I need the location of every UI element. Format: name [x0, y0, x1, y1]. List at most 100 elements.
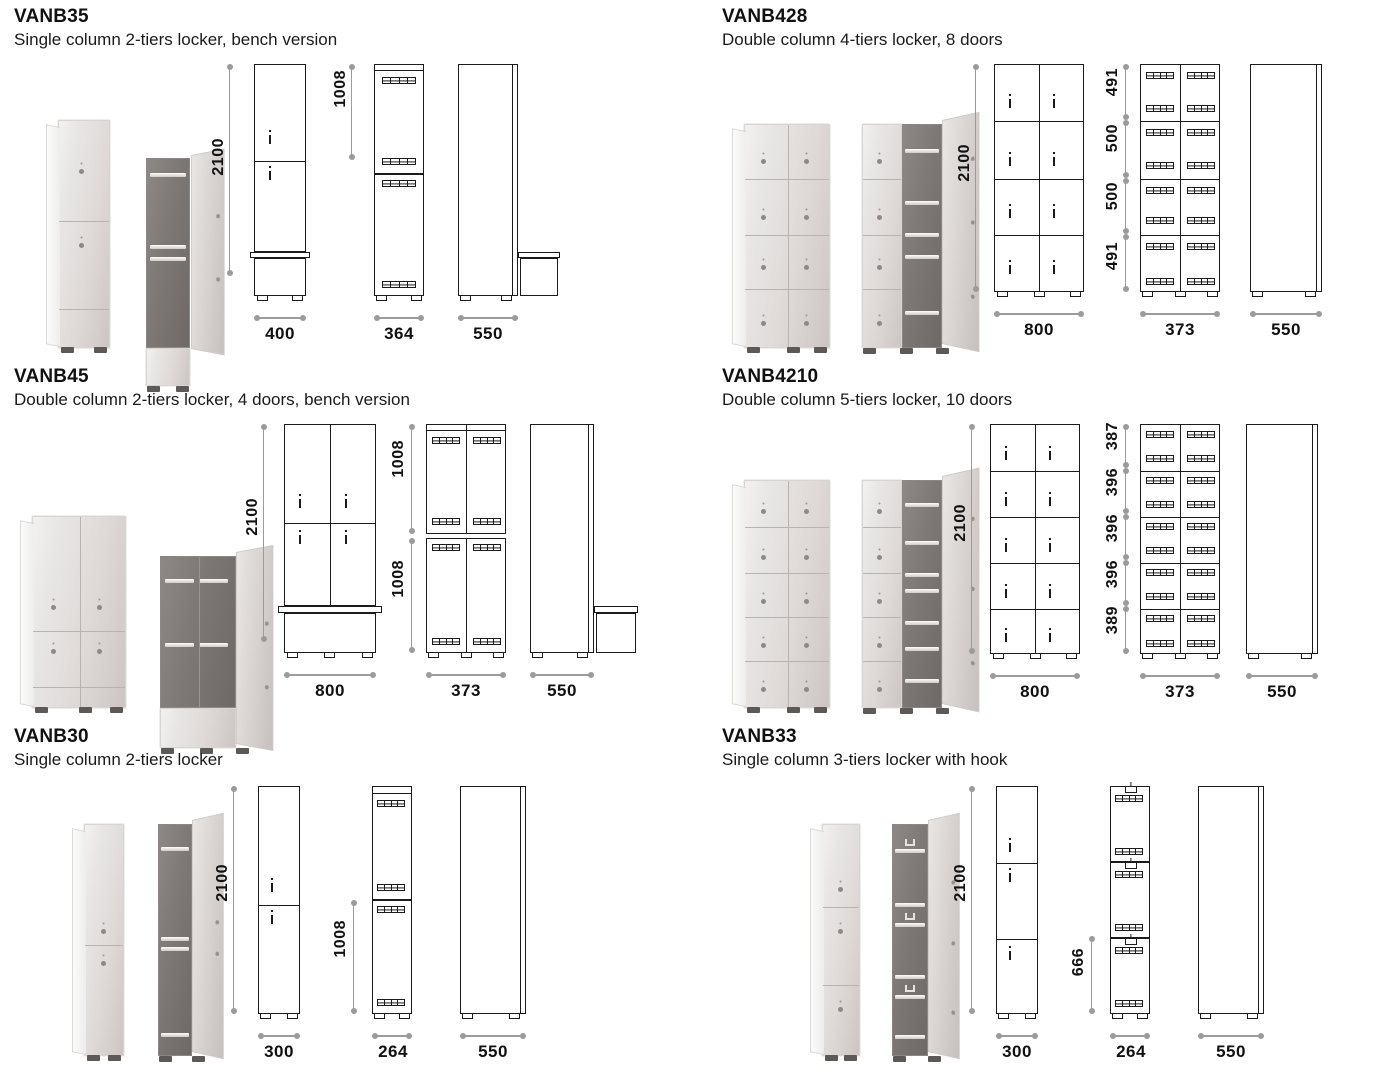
open-locker-render	[892, 812, 960, 1063]
product-card-vanb33: VANB33 Single column 3-tiers locker with…	[700, 720, 1387, 1077]
lock-icon	[79, 169, 84, 175]
product-code: VANB35	[14, 6, 89, 27]
width-dimension-label: 800	[1020, 682, 1050, 702]
depth-dimension-label: 550	[547, 681, 577, 701]
depth-dimension-line	[1250, 308, 1322, 320]
product-card-vanb428: VANB428 Double column 4-tiers locker, 8 …	[700, 0, 1387, 360]
tier-dimension-label: 491	[1104, 242, 1121, 271]
width-dimension-label: 364	[384, 324, 414, 344]
width-dimension-label: 800	[1024, 320, 1054, 340]
product-views: 2100 800	[722, 56, 1387, 355]
tier-dimension-label: 396	[1104, 514, 1121, 543]
hook-icon	[905, 839, 915, 847]
side-view: 550	[1190, 776, 1290, 1061]
hook-icon	[1125, 939, 1137, 946]
tier-dimension-label: 491	[1104, 68, 1121, 97]
depth-dimension-label: 550	[478, 1042, 508, 1062]
tier-dimension-label: 1008	[390, 560, 407, 598]
product-code: VANB45	[14, 366, 89, 387]
closed-locker-render	[808, 824, 860, 1062]
product-card-vanb30: VANB30 Single column 2-tiers locker	[0, 720, 700, 1077]
product-description: Double column 5-tiers locker, 10 doors	[722, 389, 1013, 409]
height-dimension-label: 2100	[214, 864, 231, 902]
width-dimension-label: 264	[1116, 1042, 1146, 1062]
hook-icon	[1125, 787, 1137, 794]
closed-locker-render	[70, 824, 124, 1062]
tier-dimension-label: 666	[1070, 948, 1087, 977]
lock-icon	[79, 243, 84, 249]
depth-dimension-label: 550	[1216, 1042, 1246, 1062]
technical-drawings: 2100 400	[210, 56, 572, 343]
open-locker-render	[862, 467, 980, 715]
width-dimension-line	[1140, 308, 1220, 320]
tier-dimension-label: 1008	[332, 70, 349, 108]
depth-dimension-label: 550	[1267, 682, 1297, 702]
product-code: VANB30	[14, 726, 89, 747]
product-render-3d	[732, 467, 980, 715]
product-card-vanb45: VANB45 Double column 2-tiers locker, 4 d…	[0, 360, 700, 755]
front-view: 2100 800	[952, 416, 1088, 701]
product-views: 2100 800 1008	[14, 416, 700, 755]
internal-view: 1008 264	[332, 776, 442, 1061]
closed-locker-render	[732, 124, 830, 354]
height-dimension-label: 2100	[952, 864, 969, 902]
technical-drawings: 2100 800	[952, 416, 1346, 701]
technical-drawings: 2100 300 666	[952, 776, 1290, 1061]
closed-locker-render	[44, 120, 110, 354]
width-dimension-line	[254, 312, 306, 324]
width-dimension-label: 373	[1165, 320, 1195, 340]
front-view: 2100 400	[210, 56, 334, 343]
product-views: 2100 400	[14, 56, 700, 393]
product-card-vanb4210: VANB4210 Double column 5-tiers locker, 1…	[700, 360, 1387, 720]
product-views: 2100 300 1008	[14, 776, 700, 1063]
tier-dimension-label: 387	[1104, 422, 1121, 451]
depth-dimension-line	[458, 312, 518, 324]
technical-drawings: 2100 300 1008	[214, 776, 552, 1061]
height-dimension-label: 2100	[210, 138, 227, 176]
product-description: Double column 2-tiers locker, 4 doors, b…	[14, 389, 410, 409]
front-view: 2100 800	[956, 56, 1092, 339]
technical-drawings: 2100 800 1008	[244, 416, 644, 700]
depth-dimension-label: 550	[1271, 320, 1301, 340]
width-dimension-label: 800	[315, 681, 345, 701]
product-description: Single column 2-tiers locker, bench vers…	[14, 29, 338, 49]
internal-view: 491 500 500 491	[1096, 56, 1230, 339]
technical-drawings: 2100 800	[956, 56, 1350, 339]
product-views: 2100 300 666	[722, 776, 1387, 1063]
hook-icon	[905, 985, 915, 993]
width-dimension-label: 300	[1002, 1042, 1032, 1062]
internal-view: 666	[1070, 776, 1180, 1061]
width-dimension-label: 400	[265, 324, 295, 344]
tier-dimension-label: 1008	[332, 920, 349, 958]
product-code: VANB4210	[722, 366, 819, 387]
front-view: 2100 300	[952, 776, 1070, 1061]
internal-view: 387 396 396 396 389	[1092, 416, 1226, 701]
front-view: 2100 800	[244, 416, 384, 700]
width-dimension-label: 300	[264, 1042, 294, 1062]
width-dimension-label: 373	[451, 681, 481, 701]
width-dimension-line	[374, 312, 424, 324]
front-view: 2100 300	[214, 776, 332, 1061]
product-description: Single column 2-tiers locker	[14, 749, 223, 769]
internal-view: 1008 1008	[388, 416, 514, 700]
side-view: 550	[1240, 56, 1350, 339]
product-card-vanb35: VANB35 Single column 2-tiers locker, ben…	[0, 0, 700, 393]
product-views: 2100 800	[722, 416, 1387, 715]
hook-icon	[1125, 863, 1137, 870]
tier-dimension-line	[346, 64, 358, 161]
tier-dimension-label: 396	[1104, 468, 1121, 497]
product-code: VANB428	[722, 6, 808, 27]
product-code: VANB33	[722, 726, 797, 747]
product-render-3d	[732, 111, 980, 355]
tier-dimension-label: 500	[1104, 124, 1121, 153]
product-render-3d	[20, 516, 274, 755]
open-locker-render	[862, 111, 980, 355]
open-locker-render	[158, 812, 224, 1063]
tier-dimension-label: 396	[1104, 560, 1121, 589]
closed-locker-render	[732, 480, 830, 714]
height-dimension-line	[970, 64, 982, 293]
internal-view: 1008 364	[332, 56, 444, 343]
side-view: 550	[452, 56, 572, 343]
width-dimension-label: 264	[378, 1042, 408, 1062]
